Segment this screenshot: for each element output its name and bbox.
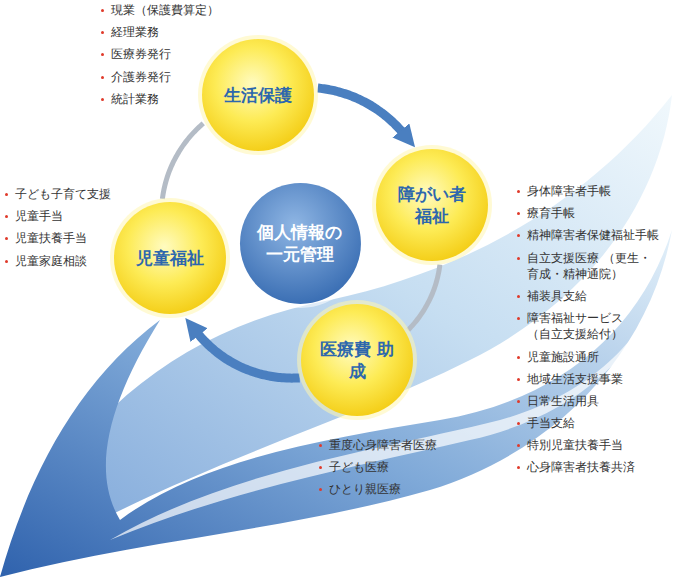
- item-list: 子ども子育て支援児童手当児童扶養手当児童家庭相談: [4, 186, 124, 275]
- bullet-dot: [5, 193, 8, 196]
- bullet-dot: [101, 31, 104, 34]
- item-text: 児童家庭相談: [15, 254, 87, 268]
- list-item: 重度心身障害者医療: [318, 437, 478, 453]
- bullet-dot: [517, 378, 520, 381]
- bullet-dot: [5, 215, 8, 218]
- category-circle: 医療費 助成: [301, 304, 413, 416]
- bullet-dot: [517, 257, 520, 260]
- list-item: 手当支給: [516, 415, 676, 431]
- bullet-dot: [517, 295, 520, 298]
- bullet-dot: [101, 53, 104, 56]
- bullet-dot: [517, 466, 520, 469]
- item-text: 療育手帳: [527, 206, 575, 220]
- bullet-dot: [517, 212, 520, 215]
- circle-outline: [240, 183, 361, 304]
- item-list: 現業（保護費算定） 経理業務医療券発行介護券発行統計業務: [100, 2, 240, 113]
- item-text: 児童手当: [15, 209, 63, 223]
- list-item: 特別児童扶養手当: [516, 437, 676, 453]
- cycle-arrow: [318, 88, 404, 134]
- bullet-dot: [517, 422, 520, 425]
- cycle-line: [162, 123, 203, 199]
- list-item: 障害福祉サービス （自立支援給付）: [516, 310, 676, 342]
- bullet-dot: [517, 356, 520, 359]
- list-item: 医療券発行: [100, 46, 240, 62]
- list-item: 経理業務: [100, 24, 240, 40]
- item-text: 手当支給: [527, 416, 575, 430]
- list-item: 現業（保護費算定）: [100, 2, 240, 18]
- bullet-dot: [517, 190, 520, 193]
- item-list: 身体障害者手帳療育手帳精神障害者保健福祉手帳自立支援医療 （更生・育成・精神通院…: [516, 183, 676, 482]
- swoosh-white-streak: [110, 290, 660, 540]
- bullet-dot: [517, 317, 520, 320]
- list-item: 子ども医療: [318, 459, 478, 475]
- item-text: 日常生活用具: [527, 394, 599, 408]
- circle-outline: [301, 304, 413, 416]
- circle-label: 個人情報の 一元管理: [252, 221, 347, 265]
- list-item: 児童家庭相談: [4, 253, 124, 269]
- bullet-dot: [101, 9, 104, 12]
- list-item: 介護券発行: [100, 69, 240, 85]
- item-text: 地域生活支援事業: [527, 372, 623, 386]
- category-circle: 生活保護: [202, 39, 314, 151]
- cycle-arrow: [196, 332, 299, 378]
- circle-outline: [376, 149, 488, 261]
- list-item: 補装具支給: [516, 288, 676, 304]
- circle-label: 児童福祉: [131, 247, 209, 269]
- circle-label: 生活保護: [219, 84, 297, 106]
- item-text: 精神障害者保健福祉手帳: [527, 228, 659, 242]
- item-text: 補装具支給: [527, 289, 587, 303]
- bullet-dot: [517, 444, 520, 447]
- item-text: 児童施設通所: [527, 350, 599, 364]
- list-item: 身体障害者手帳: [516, 183, 676, 199]
- center-circle: 個人情報の 一元管理: [240, 183, 361, 304]
- swoosh-light: [0, 95, 672, 577]
- item-text: 子ども医療: [329, 460, 389, 474]
- item-text: ひとり親医療: [329, 482, 401, 496]
- list-item: 地域生活支援事業: [516, 371, 676, 387]
- list-item: 日常生活用具: [516, 393, 676, 409]
- list-item: 子ども子育て支援: [4, 186, 124, 202]
- bullet-dot: [517, 234, 520, 237]
- bullet-dot: [5, 237, 8, 240]
- list-item: 児童施設通所: [516, 349, 676, 365]
- circle-label: 医療費 助成: [318, 338, 396, 382]
- item-text: 自立支援医療 （更生・育成・精神通院）: [527, 251, 651, 281]
- list-item: 自立支援医療 （更生・育成・精神通院）: [516, 250, 676, 282]
- bullet-dot: [319, 444, 322, 447]
- item-text: 特別児童扶養手当: [527, 438, 623, 452]
- list-item: 心身障害者扶養共済: [516, 459, 676, 475]
- category-circle: 障がい者 福祉: [376, 149, 488, 261]
- circle-label: 障がい者 福祉: [393, 183, 471, 227]
- item-text: 重度心身障害者医療: [329, 438, 437, 452]
- list-item: ひとり親医療: [318, 481, 478, 497]
- item-list: 重度心身障害者医療子ども医療ひとり親医療: [318, 437, 478, 504]
- bullet-dot: [101, 76, 104, 79]
- cycle-line: [408, 265, 440, 330]
- bullet-dot: [101, 98, 104, 101]
- bullet-dot: [319, 466, 322, 469]
- item-text: 心身障害者扶養共済: [527, 460, 635, 474]
- list-item: 児童扶養手当: [4, 230, 124, 246]
- item-text: 医療券発行: [111, 47, 171, 61]
- item-text: 児童扶養手当: [15, 231, 87, 245]
- item-text: 統計業務: [111, 92, 159, 106]
- item-text: 経理業務: [111, 25, 159, 39]
- item-text: 身体障害者手帳: [527, 184, 611, 198]
- bullet-dot: [517, 400, 520, 403]
- category-circle: 児童福祉: [114, 202, 226, 314]
- item-text: 障害福祉サービス （自立支援給付）: [527, 311, 623, 341]
- item-text: 子ども子育て支援: [15, 187, 111, 201]
- list-item: 児童手当: [4, 208, 124, 224]
- list-item: 精神障害者保健福祉手帳: [516, 227, 676, 243]
- bullet-dot: [5, 260, 8, 263]
- bullet-dot: [319, 488, 322, 491]
- list-item: 統計業務: [100, 91, 240, 107]
- list-item: 療育手帳: [516, 205, 676, 221]
- item-text: 介護券発行: [111, 70, 171, 84]
- item-text: 現業（保護費算定）: [111, 3, 219, 17]
